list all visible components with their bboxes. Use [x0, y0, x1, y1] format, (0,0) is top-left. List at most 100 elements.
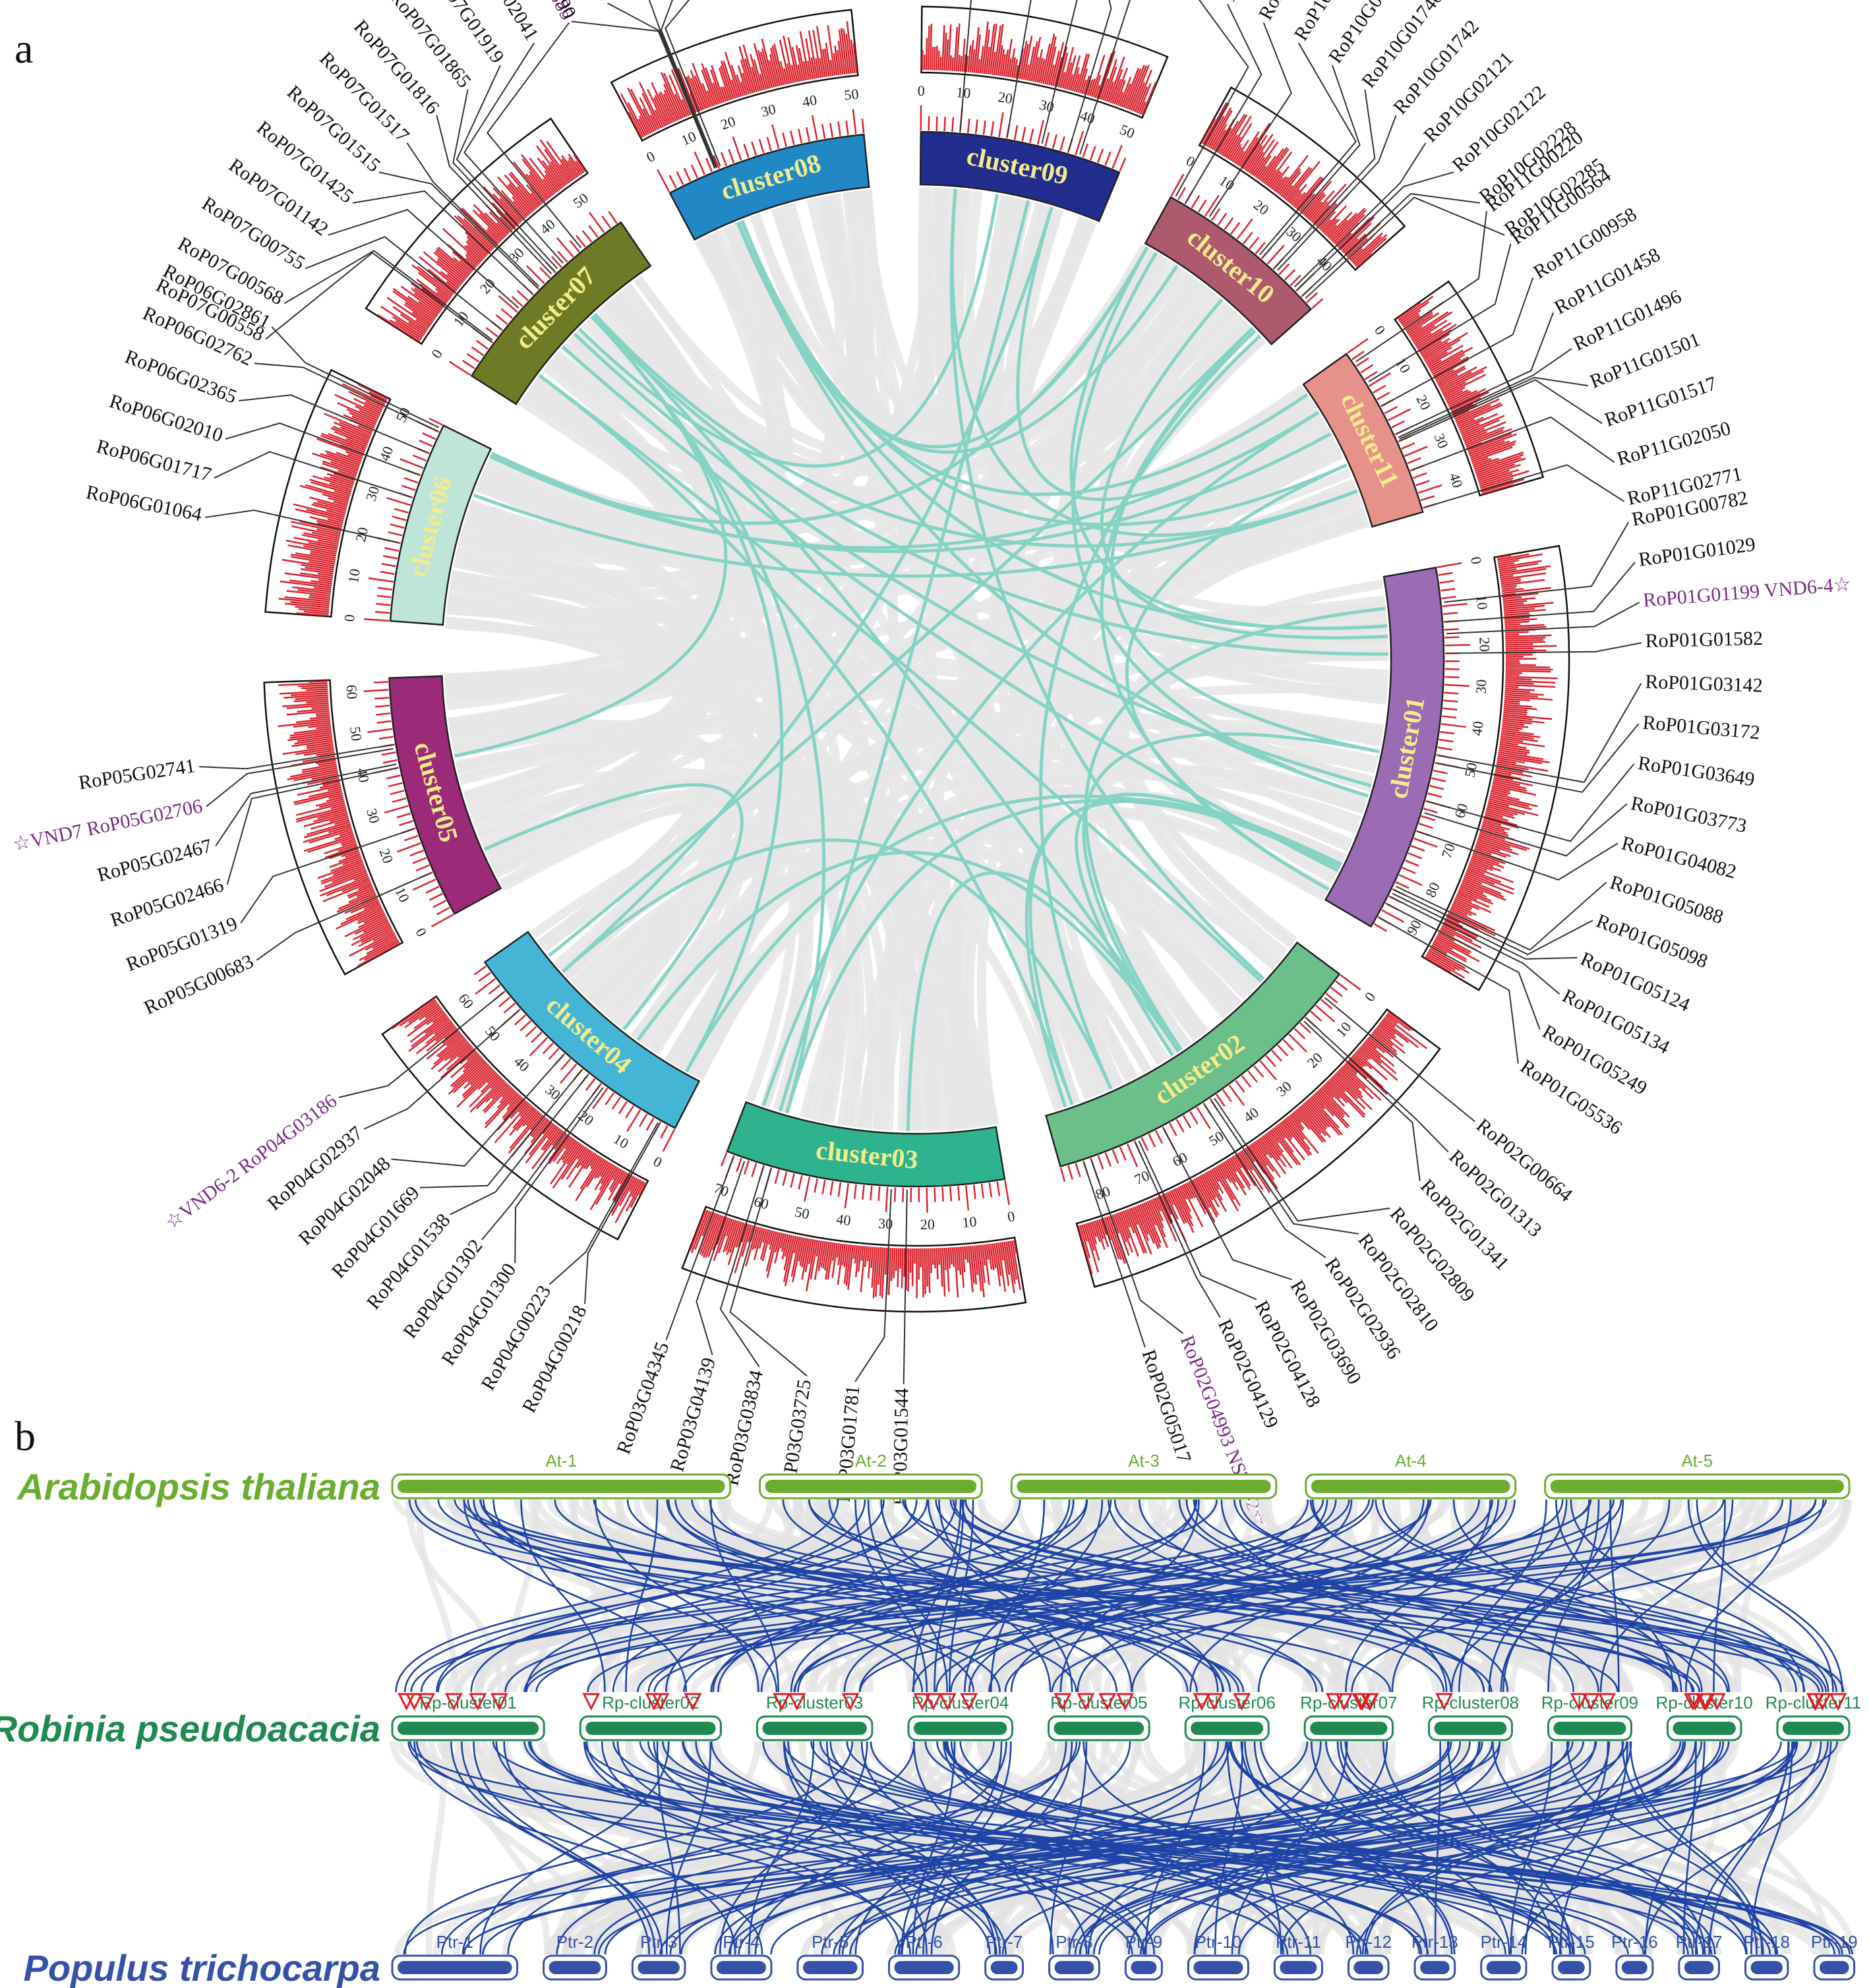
tick-mark — [409, 850, 424, 857]
highlight-chord — [538, 374, 1262, 983]
histogram-bar — [1156, 1196, 1177, 1242]
histogram-bar — [345, 851, 360, 858]
chromosome-Ptr-12: Ptr-12 — [1345, 1932, 1392, 1981]
histogram-bar — [1462, 427, 1485, 438]
tick-mark — [625, 1105, 635, 1119]
histogram-bar — [797, 64, 802, 82]
tick-mark — [990, 121, 995, 136]
tick-mark — [657, 169, 670, 192]
histogram-bar — [961, 38, 966, 72]
histogram-bar — [1075, 53, 1088, 92]
tick-mark — [683, 167, 692, 182]
histogram-bar — [457, 1045, 473, 1059]
histogram-bar — [1503, 711, 1527, 716]
tick-label: 10 — [345, 568, 363, 584]
tick-mark — [1401, 442, 1415, 450]
histogram-bar — [452, 1061, 487, 1094]
tick-mark — [1320, 999, 1333, 1010]
tick-mark — [626, 1109, 641, 1132]
histogram-bar — [1123, 67, 1140, 108]
histogram-bar — [465, 241, 485, 259]
ortholog-link — [593, 1499, 1618, 1693]
histogram-bar — [1505, 666, 1551, 668]
tick-mark — [392, 515, 407, 521]
histogram-bar — [595, 1167, 619, 1206]
histogram-bar — [1364, 1040, 1395, 1067]
histogram-bar — [1500, 733, 1534, 740]
histogram-bar — [985, 46, 991, 74]
chromosome-Rp-cluster10: Rp-cluster10 — [1656, 1693, 1753, 1741]
histogram-bar — [895, 1248, 898, 1272]
chromosome-Rp-cluster03: Rp-cluster03 — [756, 1693, 874, 1741]
histogram-bar — [974, 1245, 978, 1275]
histogram-bar — [1044, 36, 1057, 84]
histogram-bar — [827, 1242, 835, 1280]
histogram-bar — [1225, 115, 1252, 158]
histogram-bar — [296, 802, 345, 816]
histogram-bar — [1489, 798, 1532, 811]
histogram-bar — [336, 906, 382, 930]
tick-mark — [1408, 852, 1423, 860]
gene-marker-icon — [490, 1693, 508, 1711]
gene-marker-icon — [469, 1693, 487, 1711]
histogram-bar — [1360, 1045, 1382, 1065]
histogram-bar — [783, 1235, 795, 1283]
histogram-bar — [775, 1232, 781, 1253]
gene-connector — [328, 209, 519, 308]
histogram-bar — [967, 1246, 974, 1293]
histogram-bar — [464, 245, 483, 262]
histogram-bar — [995, 24, 1004, 76]
histogram-bar — [1186, 1182, 1196, 1198]
histogram-bar — [334, 819, 350, 825]
tick-label: 50 — [570, 189, 591, 211]
ortholog-link — [902, 1499, 1824, 1693]
histogram-bar — [465, 257, 477, 268]
histogram-bar — [1466, 428, 1513, 448]
histogram-bar — [1128, 65, 1147, 110]
circos-plot: cluster010102030405060708090RoP01G00782R… — [11, 0, 1852, 1530]
histogram-bar — [935, 1248, 939, 1280]
background-link — [1379, 1741, 1627, 1955]
histogram-bar — [1290, 183, 1307, 205]
histogram-bar — [837, 40, 844, 75]
gene-connector — [1067, 0, 1112, 152]
histogram-bar — [320, 434, 365, 453]
histogram-bar — [1290, 1113, 1305, 1130]
histogram-bar — [1502, 719, 1532, 724]
histogram-bar — [561, 155, 578, 178]
histogram-bar — [494, 1103, 530, 1144]
histogram-bar — [735, 1222, 745, 1248]
tick-label: 20 — [376, 846, 397, 865]
histogram-bar — [1491, 784, 1537, 796]
histogram-bar — [1408, 326, 1423, 336]
histogram-bar — [937, 50, 940, 71]
histogram-bar — [309, 552, 336, 559]
ortholog-link — [479, 1499, 1695, 1693]
histogram-bar — [959, 1246, 965, 1288]
gene-connector — [206, 747, 394, 807]
chromosome-Ptr-13: Ptr-13 — [1411, 1932, 1458, 1981]
histogram-bar — [1132, 82, 1145, 112]
highlight-chord — [950, 189, 1358, 537]
histogram-bar — [1112, 78, 1122, 104]
histogram-bar — [935, 45, 938, 71]
histogram-bar — [1478, 469, 1520, 483]
histogram-bar — [1303, 192, 1325, 216]
histogram-bar — [465, 252, 480, 265]
histogram-bar — [1438, 931, 1455, 942]
gene-connector — [648, 0, 717, 168]
histogram-bar — [418, 301, 438, 316]
histogram-bar — [831, 1242, 839, 1278]
gene-connector — [363, 1010, 519, 1130]
histogram-bar — [1500, 739, 1545, 747]
histogram-bar — [641, 92, 661, 129]
tick-mark — [728, 149, 735, 163]
ortholog-link — [625, 1499, 659, 1693]
ortholog-link — [1434, 1741, 1442, 1955]
histogram-bar — [407, 321, 426, 334]
histogram-bar — [1398, 295, 1434, 322]
histogram-bar — [1191, 1179, 1216, 1223]
histogram-bar — [300, 572, 333, 579]
histogram-bar — [1481, 484, 1514, 495]
tick-label: 90 — [1404, 917, 1425, 937]
